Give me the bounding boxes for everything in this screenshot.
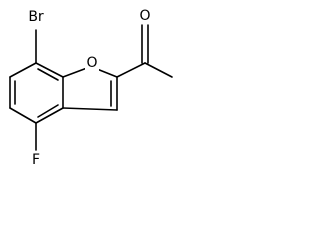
bond-carbonyl-methyl: [144, 62, 173, 78]
bond-c4-c3a-inner: [37, 104, 59, 118]
bond-o1-c2: [96, 68, 118, 78]
carbonyl-oxygen-label: O: [139, 8, 150, 24]
bond-c7a-o1: [62, 67, 88, 78]
bond-c5-c4: [9, 107, 37, 124]
bond-c3-c3a: [62, 107, 118, 111]
ring-oxygen-label: O: [86, 55, 97, 71]
bond-c4-c3a: [35, 107, 64, 124]
bond-c2-carbonyl: [116, 62, 146, 78]
bond-c7-c6: [9, 62, 37, 78]
bond-c7a-c7: [35, 62, 64, 78]
bromine-label: Br: [28, 9, 44, 25]
molecule-structure: Br O O F: [9, 8, 173, 168]
fluorine-label: F: [32, 152, 40, 168]
bond-c7a-c7-inner: [37, 68, 59, 81]
